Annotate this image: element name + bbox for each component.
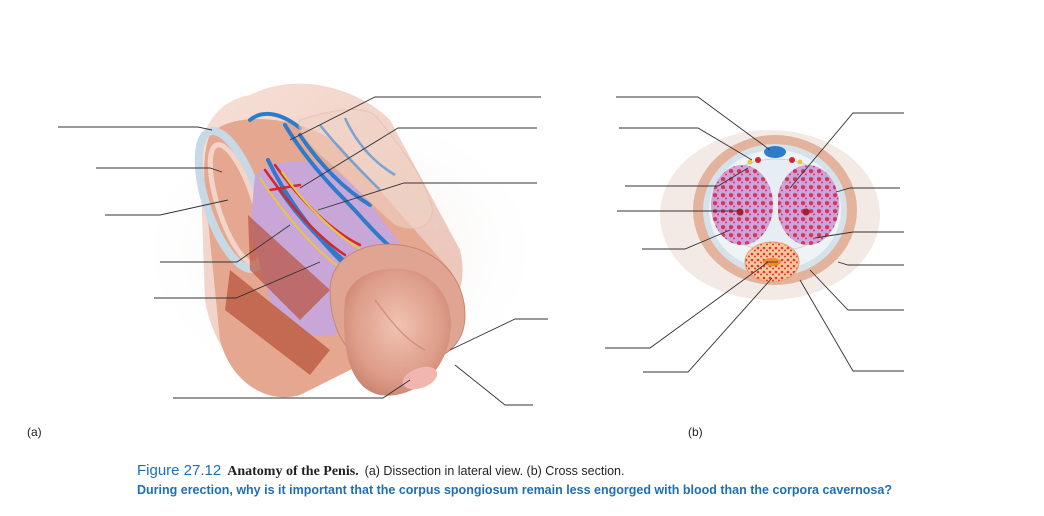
leader-a-10 bbox=[449, 318, 548, 351]
panel-b-label: (b) bbox=[688, 425, 703, 439]
leader-a-1 bbox=[58, 126, 213, 131]
leader-b-11 bbox=[837, 261, 904, 266]
leader-b-13 bbox=[799, 279, 904, 372]
corpus-cavernosum-right bbox=[777, 165, 839, 245]
figure-number: Figure 27.12 bbox=[137, 462, 222, 479]
panel-a-illustration bbox=[130, 83, 550, 400]
figure-title: Anatomy of the Penis. bbox=[227, 464, 359, 479]
leader-b-6 bbox=[605, 261, 769, 349]
leader-a-11 bbox=[454, 364, 533, 406]
flap-veins bbox=[319, 117, 396, 191]
corpus-spongiosum-strip bbox=[225, 270, 330, 375]
corpus-cavernosum-left bbox=[711, 165, 773, 245]
leader-a-6 bbox=[173, 379, 411, 399]
dorsal-nerve-right bbox=[797, 159, 803, 165]
leader-b-8 bbox=[789, 112, 904, 189]
deep-artery-left bbox=[736, 208, 744, 216]
leader-b-7 bbox=[643, 277, 773, 373]
dorsal-artery-right bbox=[789, 157, 795, 163]
leader-b-2 bbox=[619, 127, 753, 161]
leader-a-2 bbox=[96, 167, 223, 173]
panel-b-leader-lines bbox=[605, 96, 904, 373]
leader-b-9 bbox=[835, 187, 900, 193]
caption-line: Figure 27.12 Anatomy of the Penis. (a) Dis… bbox=[137, 462, 1027, 480]
figure-description: (a) Dissection in lateral view. (b) Cros… bbox=[364, 464, 625, 478]
leader-a-3 bbox=[105, 199, 229, 216]
septum bbox=[773, 168, 778, 240]
dorsal-nerve-left bbox=[747, 159, 753, 165]
deep-dorsal-vein bbox=[764, 146, 786, 158]
panel-a-leader-lines bbox=[58, 96, 548, 406]
leader-b-1 bbox=[616, 96, 771, 151]
leader-b-10 bbox=[814, 231, 904, 239]
corpus-cavernosum-stripe bbox=[248, 215, 330, 320]
figure-question: During erection, why is it important tha… bbox=[137, 483, 892, 497]
leader-a-8 bbox=[299, 127, 537, 189]
dorsal-artery-left bbox=[755, 157, 761, 163]
leader-a-7 bbox=[289, 96, 541, 141]
leader-a-5 bbox=[154, 261, 321, 299]
panel-a-label: (a) bbox=[27, 425, 42, 439]
external-urethral-orifice bbox=[402, 366, 438, 390]
dorsal-nerves bbox=[259, 171, 366, 269]
leader-b-3 bbox=[625, 167, 749, 187]
deep-artery-right bbox=[802, 208, 810, 216]
glans-penis bbox=[344, 268, 451, 396]
leader-b-5 bbox=[642, 229, 731, 250]
figure-caption: Figure 27.12 Anatomy of the Penis. (a) Dis… bbox=[137, 462, 1027, 497]
glans-crease bbox=[374, 299, 426, 351]
leader-a-4 bbox=[160, 224, 291, 263]
leader-b-12 bbox=[809, 269, 904, 311]
panel-b-illustration bbox=[660, 130, 880, 300]
leader-a-9 bbox=[317, 182, 537, 211]
